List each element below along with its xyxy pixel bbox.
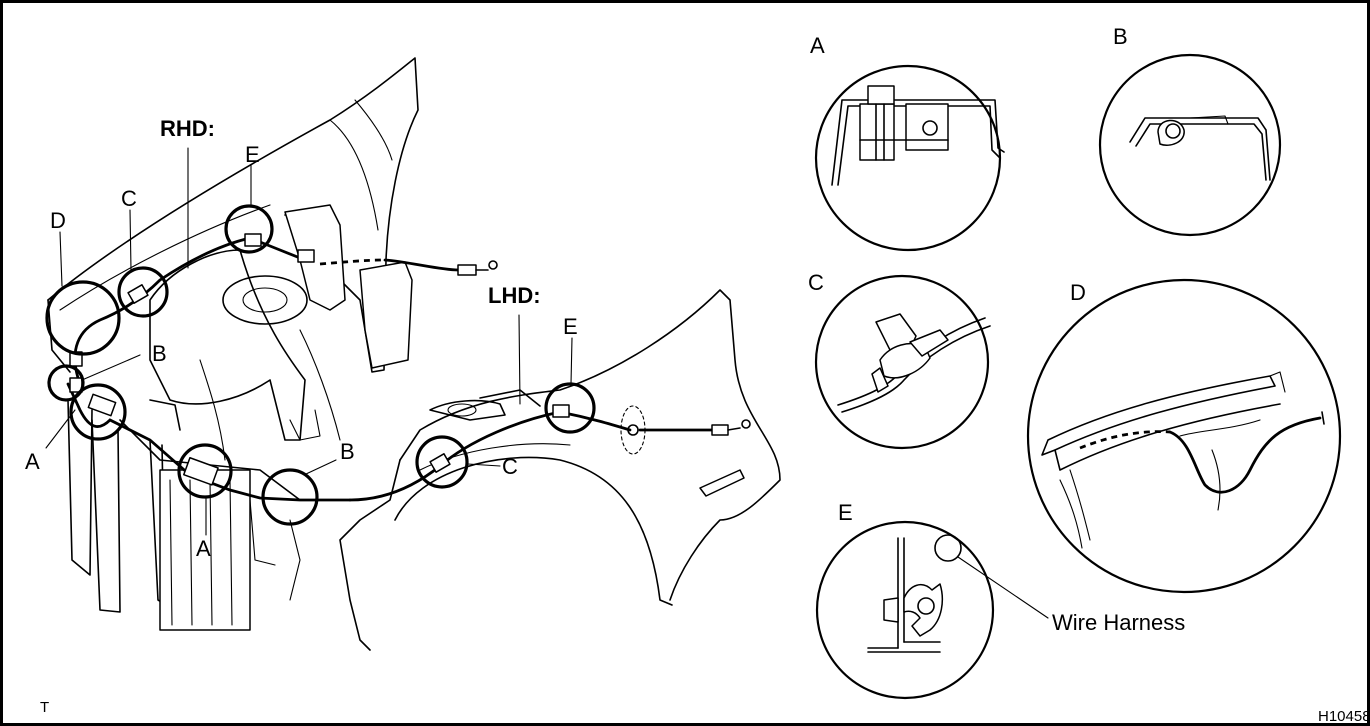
- detail-d: D: [1026, 278, 1342, 594]
- rhd-callout-e-circle: [224, 204, 274, 254]
- detail-b: B: [1098, 24, 1282, 237]
- wire-harness-leader-line: [957, 556, 1049, 619]
- rhd-callout-d-circle: [45, 280, 121, 356]
- lhd-callout-c-circle: [415, 435, 469, 489]
- rhd-cable-route: [66, 233, 498, 502]
- detail-a: A: [810, 33, 1005, 252]
- detail-d-label: D: [1070, 280, 1086, 305]
- wire-harness-label: Wire Harness: [1052, 610, 1185, 635]
- detail-e-label: E: [838, 500, 853, 525]
- detail-b-label: B: [1113, 24, 1128, 49]
- rhd-label: RHD:: [160, 116, 215, 141]
- rhd-callout-d-label: D: [50, 208, 66, 233]
- lhd-callout-a-label: A: [196, 536, 211, 561]
- rhd-callout-b-label: B: [152, 341, 167, 366]
- detail-c: C: [808, 270, 991, 450]
- lhd-callout-e-circle: [544, 382, 596, 434]
- detail-e: E Wire Harness: [815, 500, 1185, 700]
- lhd-label: LHD:: [488, 283, 541, 308]
- lhd-callout-b-circle: [261, 468, 319, 526]
- lhd-callout-c-label: C: [502, 454, 518, 479]
- vehicle-front-structure: [47, 57, 781, 651]
- rhd-callout-e-label: E: [245, 142, 260, 167]
- rhd-callout-c-circle: [117, 266, 169, 318]
- corner-mark-t: T: [40, 699, 49, 716]
- lhd-callout-e-label: E: [563, 314, 578, 339]
- wire-harness-circle: [934, 534, 962, 562]
- rhd-callout-a-label: A: [25, 449, 40, 474]
- detail-a-label: A: [810, 33, 825, 58]
- lhd-callout-a-circle: [177, 443, 233, 499]
- rhd-callout-b-circle: [47, 364, 85, 402]
- rhd-callout-circles: [45, 204, 274, 441]
- rhd-callout-a-circle: [69, 383, 127, 441]
- callout-leader-lines: [45, 147, 573, 536]
- figure-code: H10458: [1318, 708, 1370, 725]
- lhd-callout-circles: [177, 382, 596, 526]
- detail-c-label: C: [808, 270, 824, 295]
- rhd-callout-c-label: C: [121, 186, 137, 211]
- lhd-callout-b-label: B: [340, 439, 355, 464]
